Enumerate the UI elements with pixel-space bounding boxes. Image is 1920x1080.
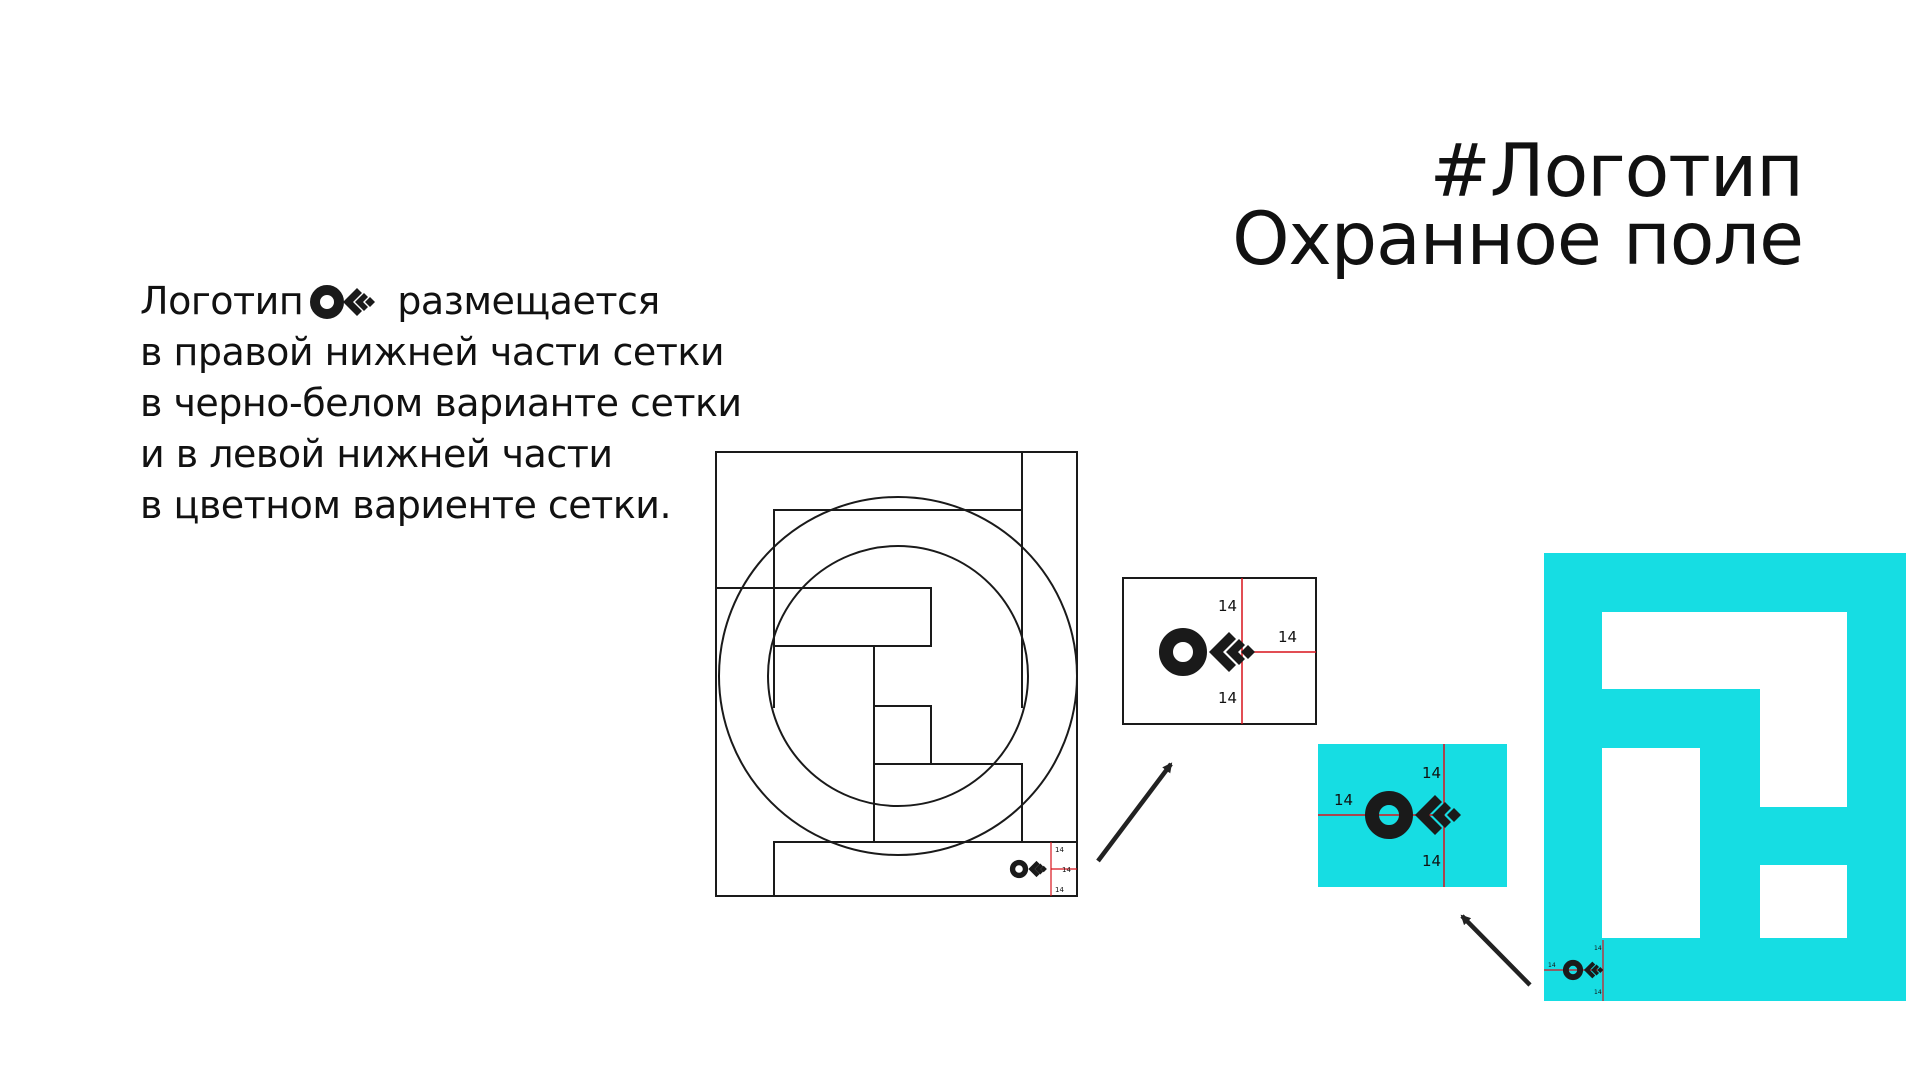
description-line-5: в цветном вариенте сетки. bbox=[140, 483, 672, 527]
margin-label: 14 bbox=[1422, 852, 1441, 870]
ok-logo-icon bbox=[1013, 861, 1047, 876]
margin-label: 14 bbox=[1218, 597, 1237, 615]
description-line-2: в правой нижней части сетки bbox=[140, 330, 725, 374]
description-line-3: в черно-белом варианте сетки bbox=[140, 381, 742, 425]
arrow-icon bbox=[1096, 762, 1173, 863]
margin-label: 14 bbox=[1055, 846, 1064, 854]
description-text: Логотип размещается в правой нижней част… bbox=[140, 276, 742, 531]
description-line-1-end: размещается bbox=[397, 279, 660, 323]
title-line-2: Охранное поле bbox=[1232, 197, 1804, 282]
margin-label: 14 bbox=[1218, 689, 1237, 707]
color-grid-diagram: 14 14 14 bbox=[1544, 553, 1906, 1001]
bw-grid-diagram: 14 14 14 bbox=[715, 451, 1078, 897]
margin-label: 14 bbox=[1594, 945, 1602, 952]
margin-label: 14 bbox=[1278, 628, 1297, 646]
description-line-1: Логотип размещается bbox=[140, 276, 742, 327]
arrow-icon bbox=[1460, 914, 1532, 987]
margin-label: 14 bbox=[1548, 962, 1556, 969]
bw-logo-clearspace-detail: 14 14 14 bbox=[1122, 577, 1317, 725]
slide-title: #Логотип Охранное поле bbox=[1232, 129, 1804, 282]
ok-logo-icon bbox=[310, 285, 376, 319]
color-logo-clearspace-detail: 14 14 14 bbox=[1318, 744, 1507, 887]
description-line-1-start: Логотип bbox=[140, 279, 304, 323]
title-line-1: #Логотип bbox=[1429, 129, 1804, 214]
margin-label: 14 bbox=[1594, 989, 1602, 996]
margin-label: 14 bbox=[1062, 866, 1071, 874]
description-line-4: и в левой нижней части bbox=[140, 432, 613, 476]
margin-label: 14 bbox=[1334, 791, 1353, 809]
margin-label: 14 bbox=[1422, 764, 1441, 782]
margin-label: 14 bbox=[1055, 886, 1064, 894]
